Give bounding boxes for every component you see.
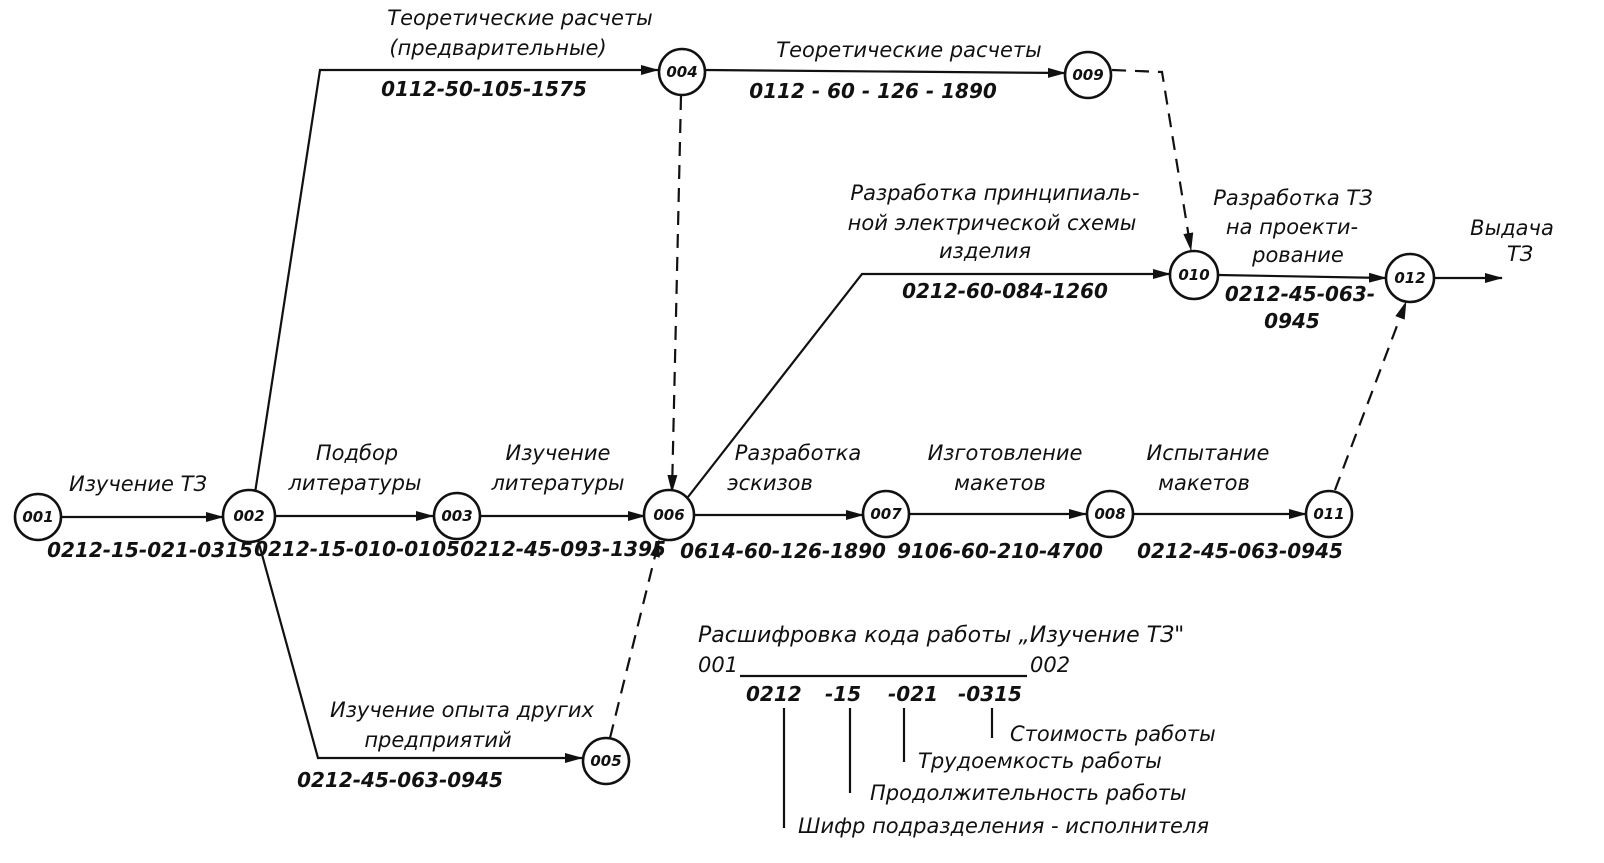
node-006: 006: [642, 488, 696, 542]
node-008: 008: [1085, 489, 1135, 539]
svg-text:005: 005: [590, 752, 621, 770]
label-007-008-line2: макетов: [954, 471, 1046, 495]
node-004: 004: [657, 47, 707, 97]
code-006-010: 0212-60-084-1260: [902, 279, 1108, 303]
code-010-012-line2: 0945: [1264, 309, 1320, 333]
label-003-006-line1: Изучение: [506, 441, 611, 465]
code-002-005: 0212-45-063-0945: [297, 768, 503, 792]
label-output-line2: ТЗ: [1507, 242, 1533, 266]
svg-text:003: 003: [441, 507, 472, 525]
svg-text:001: 001: [22, 508, 53, 526]
node-005: 005: [581, 736, 631, 786]
code-007-008: 9106-60-210-4700: [897, 539, 1103, 563]
label-output-line1: Выдача: [1470, 216, 1554, 240]
edge-002-005: [256, 539, 583, 763]
label-006-010-line3: изделия: [939, 239, 1031, 263]
legend-division: Шифр подразделения - исполнителя: [798, 814, 1209, 838]
svg-text:006: 006: [653, 506, 684, 524]
dummy-011-012: [1333, 301, 1408, 491]
label-002-005-line2: предприятий: [364, 728, 511, 752]
node-007: 007: [861, 489, 911, 539]
label-002-005-line1: Изучение опыта других: [330, 698, 594, 722]
code-010-012-line1: 0212-45-063-: [1225, 282, 1375, 306]
svg-text:010: 010: [1178, 266, 1209, 284]
legend-title: Расшифровка кода работы „Изучение ТЗ": [698, 623, 1184, 648]
label-002-004-line2: (предварительные): [389, 36, 606, 60]
label-003-006-line2: литературы: [491, 471, 625, 495]
label-006-007-line1: Разработка: [735, 441, 861, 465]
label-006-010-line1: Разработка принципиаль-: [850, 181, 1139, 205]
legend-code-part-1: 0212: [746, 682, 802, 706]
node-010: 010: [1168, 249, 1220, 301]
node-003: 003: [432, 491, 482, 541]
label-001-002: Изучение ТЗ: [69, 472, 207, 496]
legend-to-node: 002: [1030, 653, 1070, 677]
label-002-003-line1: Подбор: [316, 441, 398, 465]
label-010-012-line3: рование: [1251, 243, 1344, 267]
code-006-007: 0614-60-126-1890: [680, 539, 886, 563]
node-002: 002: [221, 488, 277, 544]
label-010-012-line2: на проекти-: [1226, 215, 1358, 239]
edge-002-004: [253, 65, 659, 494]
edge-004-009: [704, 67, 1066, 78]
legend-duration: Продолжительность работы: [870, 781, 1187, 805]
label-004-009: Теоретические расчеты: [776, 38, 1041, 62]
code-legend: Расшифровка кода работы „Изучение ТЗ" 00…: [698, 623, 1216, 838]
label-008-011-line2: макетов: [1158, 471, 1250, 495]
code-004-009: 0112 - 60 - 126 - 1890: [749, 79, 997, 103]
svg-text:009: 009: [1072, 66, 1103, 84]
label-010-012-line1: Разработка ТЗ: [1213, 186, 1372, 210]
label-008-011-line1: Испытание: [1147, 441, 1270, 465]
svg-text:008: 008: [1094, 505, 1125, 523]
node-001: 001: [13, 492, 63, 542]
legend-code-part-2: -15: [825, 682, 861, 706]
svg-text:007: 007: [870, 505, 902, 523]
svg-text:012: 012: [1394, 269, 1425, 287]
dummy-009-010: [1111, 68, 1194, 251]
legend-code-part-3: -021: [888, 682, 938, 706]
edge-006-010: [687, 269, 1171, 498]
label-007-008-line1: Изготовление: [928, 441, 1083, 465]
code-002-003: 0212-15-010-0105: [254, 537, 460, 561]
label-002-004-line1: Теоретические расчеты: [387, 6, 652, 30]
legend-labor: Трудоемкость работы: [918, 749, 1162, 773]
code-002-004: 0112-50-105-1575: [381, 77, 587, 101]
label-006-010-line2: ной электрической схемы: [848, 211, 1137, 235]
node-011: 011: [1304, 489, 1354, 539]
legend-cost: Стоимость работы: [1010, 722, 1216, 746]
label-002-003-line2: литературы: [288, 471, 422, 495]
svg-text:004: 004: [666, 63, 697, 81]
edge-010-012: [1217, 272, 1387, 283]
dummy-004-006: [667, 95, 683, 493]
svg-text:002: 002: [233, 507, 264, 525]
legend-from-node: 001: [698, 653, 738, 677]
svg-text:011: 011: [1313, 505, 1344, 523]
code-003-006: 0212-45-093-1395: [460, 537, 666, 561]
legend-code-part-4: -0315: [958, 682, 1022, 706]
code-001-002: 0212-15-021-0315: [47, 538, 253, 562]
label-006-007-line2: эскизов: [727, 471, 813, 495]
node-012: 012: [1384, 252, 1436, 304]
node-009: 009: [1063, 50, 1113, 100]
code-008-011: 0212-45-063-0945: [1137, 539, 1343, 563]
dummy-005-006: [608, 539, 661, 739]
